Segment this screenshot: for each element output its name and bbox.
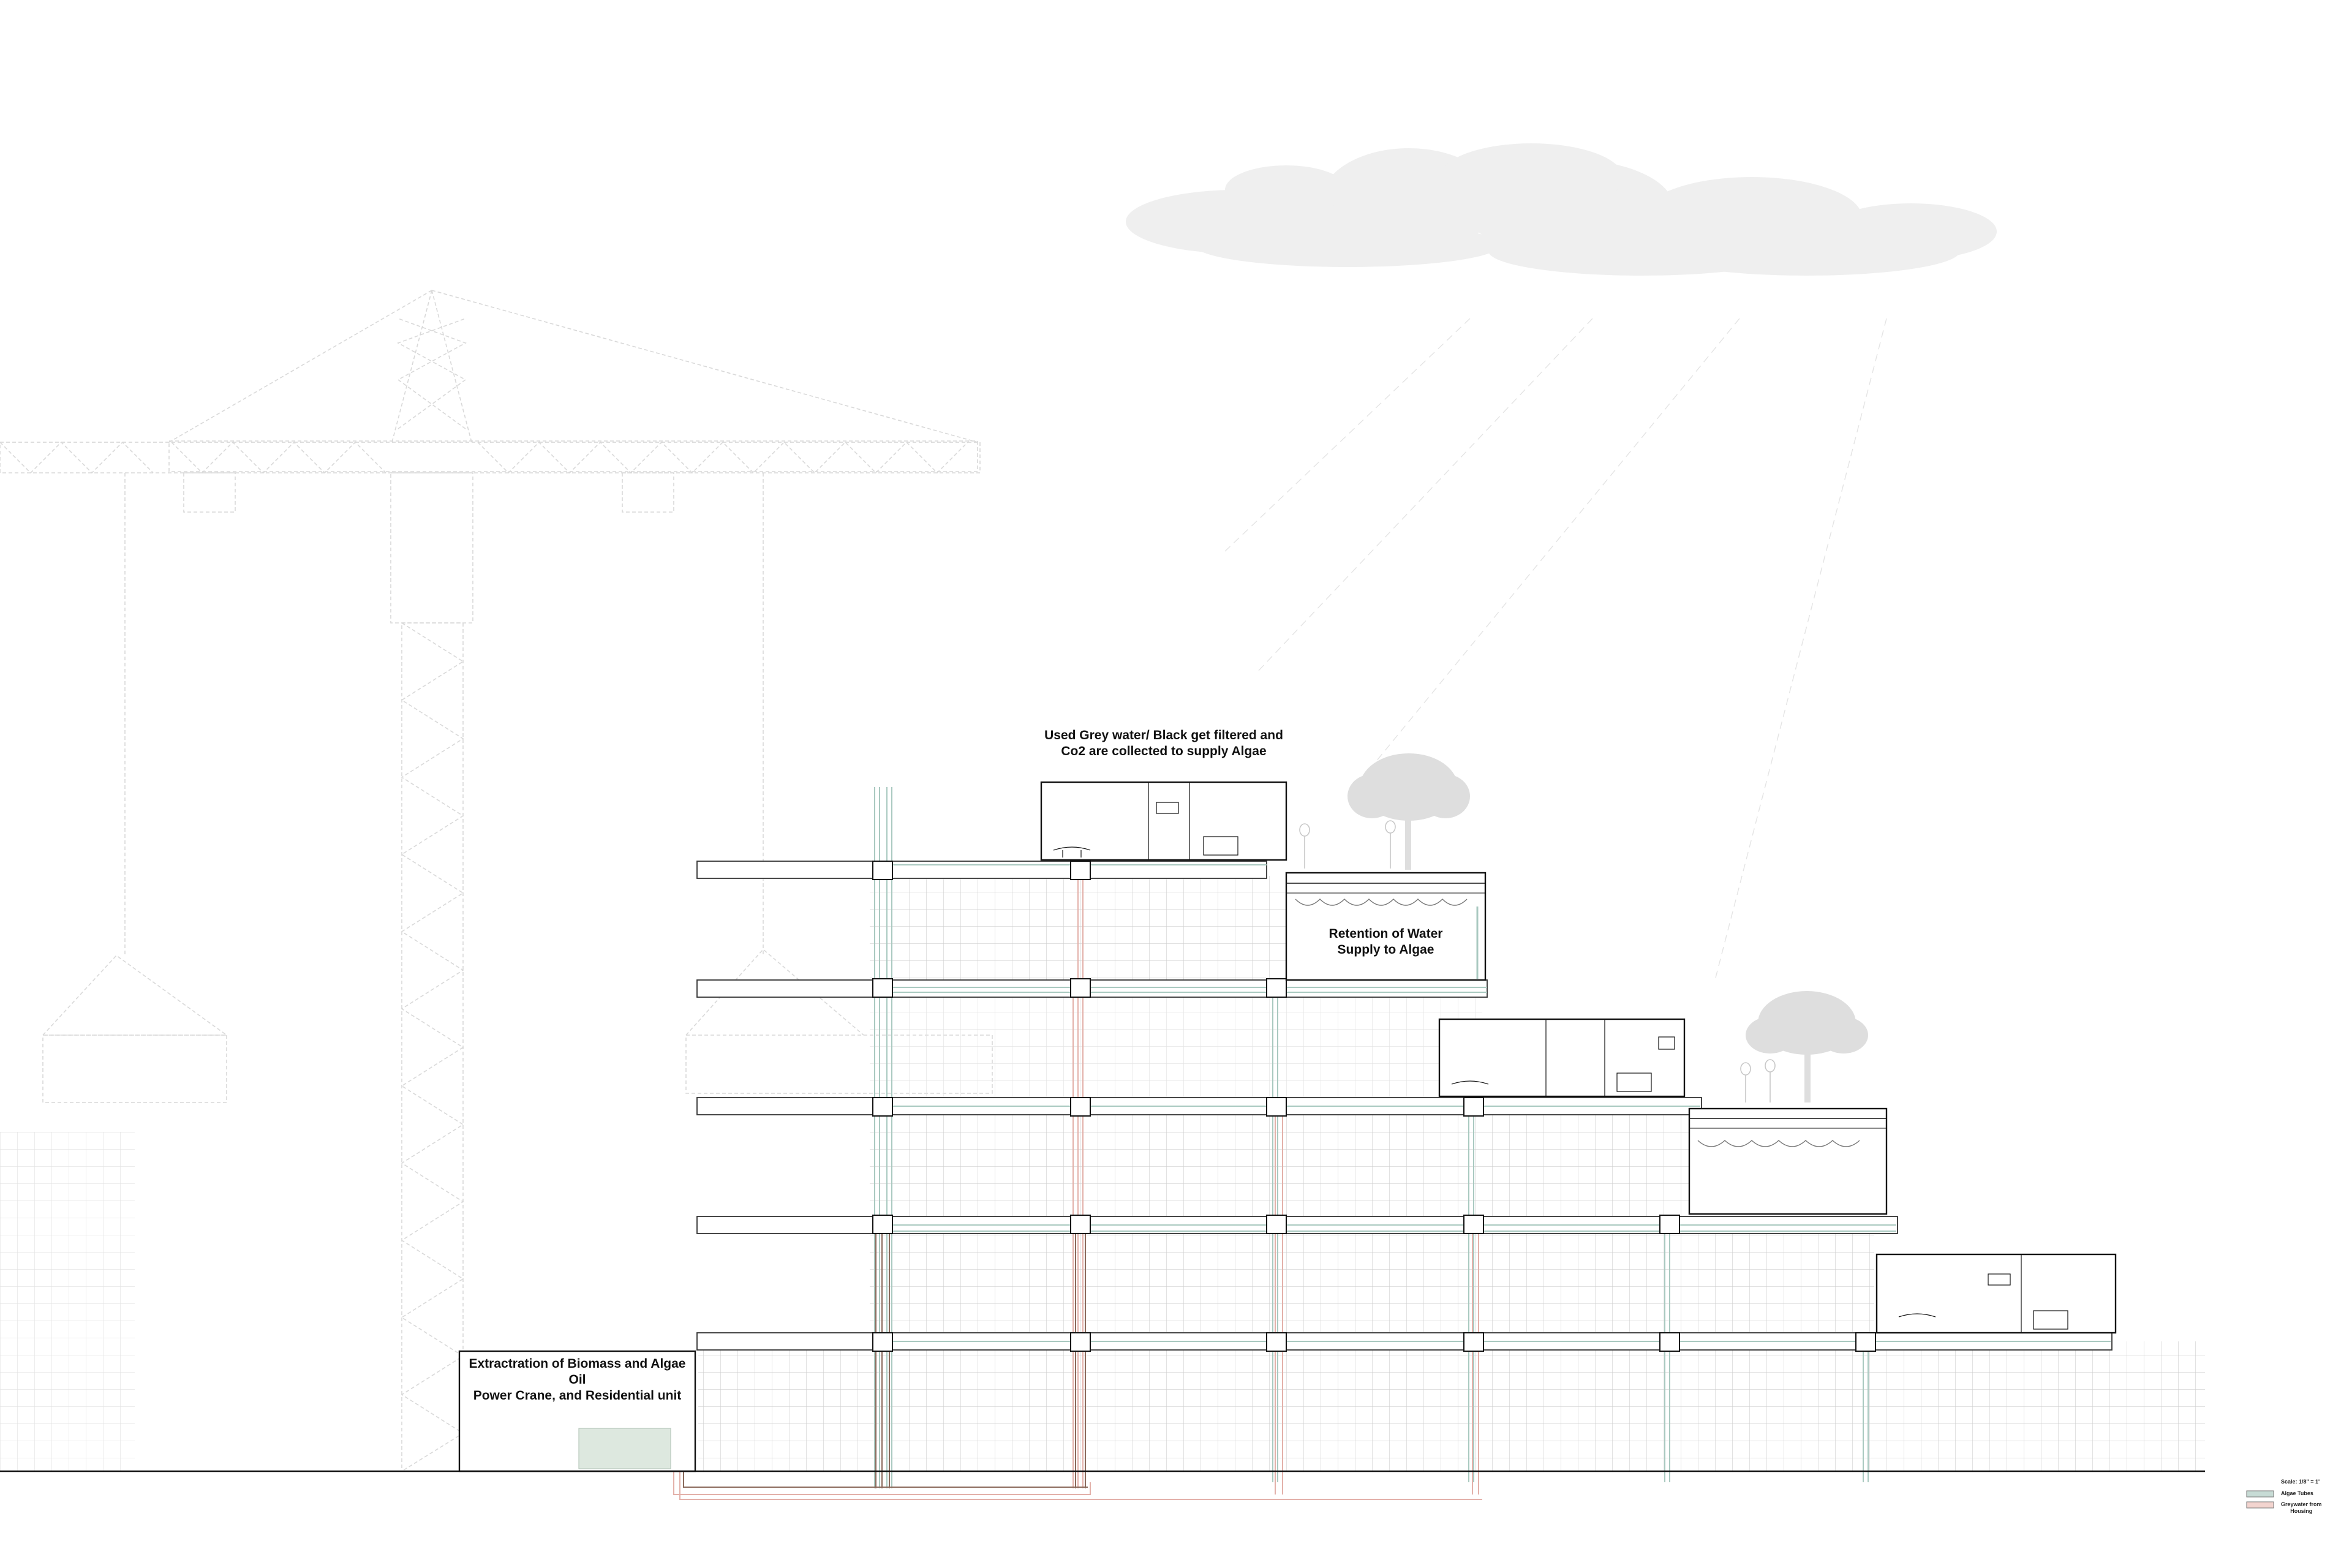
- legend-greywater-swatch: [2246, 1501, 2274, 1509]
- retention-label-line2: Supply to Algae: [1337, 943, 1434, 957]
- residential-unit-mid: [1438, 1018, 1686, 1098]
- tower-crane: [0, 290, 993, 1472]
- legend-greywater-line1: Greywater from: [2281, 1501, 2322, 1507]
- retention-label: Retention of Water Supply to Algae: [1286, 926, 1485, 958]
- extraction-unit: [458, 1350, 696, 1472]
- residential-unit-low: [1875, 1253, 2117, 1334]
- retention-label-line1: Retention of Water: [1329, 927, 1443, 941]
- extraction-label: Extractration of Biomass and Algae Oil P…: [459, 1356, 695, 1404]
- biomass-tank: [578, 1428, 671, 1469]
- column-nodes: [872, 861, 1876, 1352]
- legend-algae-label: Algae Tubes: [2281, 1490, 2313, 1496]
- rooftop-trees: [1348, 753, 1868, 1102]
- rain-lines: [1224, 318, 1887, 981]
- top-label: Used Grey water/ Black get filtered and …: [1011, 728, 1317, 760]
- legend-scale: Scale: 1/8" = 1': [2281, 1479, 2320, 1485]
- top-label-line1: Used Grey water/ Black get filtered and: [1044, 728, 1283, 742]
- legend-algae-swatch: [2246, 1490, 2274, 1498]
- algae-tubes: [874, 787, 2111, 1488]
- water-retention-box-upper: [1285, 872, 1487, 981]
- legend-greywater-label: Greywater from Housing: [2281, 1501, 2322, 1515]
- extraction-label-line2: Oil: [568, 1373, 586, 1387]
- left-grid-block: [0, 1132, 135, 1471]
- water-retention-box-lower: [1688, 1107, 1888, 1215]
- legend-swatches: [2246, 1490, 2274, 1509]
- top-label-line2: Co2 are collected to supply Algae: [1061, 744, 1267, 758]
- rooftop-people: [1299, 820, 1776, 1102]
- legend-greywater-line2: Housing: [2290, 1508, 2313, 1514]
- facade-grid: [698, 876, 2205, 1471]
- greywater-pipes: [673, 870, 1482, 1500]
- residential-unit-top: [1040, 781, 1287, 861]
- extraction-label-line3: Power Crane, and Residential unit: [473, 1389, 682, 1403]
- cloud: [1126, 143, 1997, 276]
- extraction-label-line1: Extractration of Biomass and Algae: [469, 1357, 686, 1371]
